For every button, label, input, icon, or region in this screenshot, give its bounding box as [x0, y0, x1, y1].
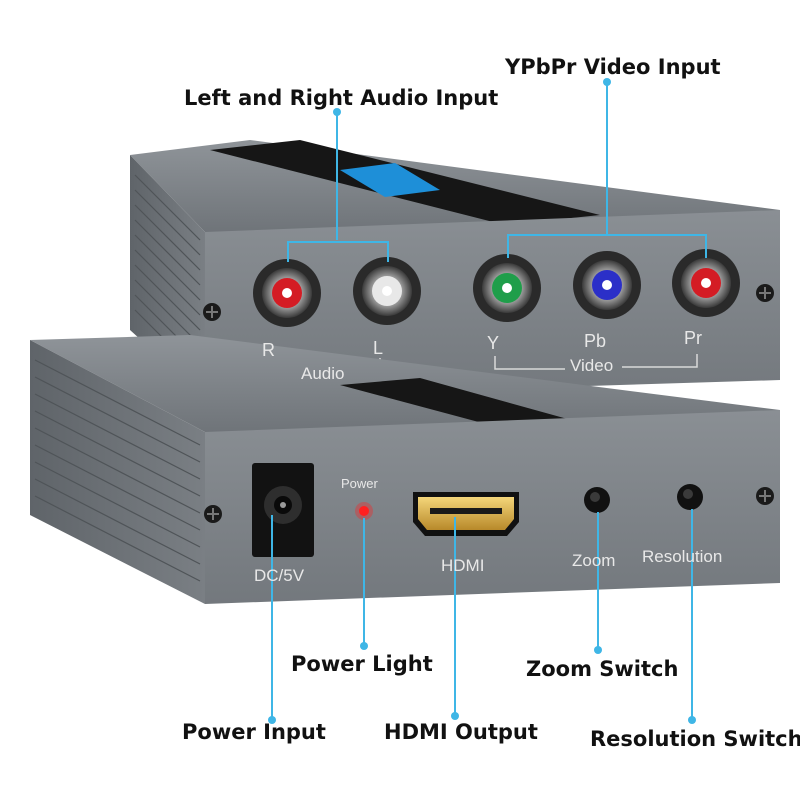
video-y-jack[interactable]	[473, 254, 541, 322]
label-resolution: Resolution	[642, 547, 723, 566]
zoom-button[interactable]	[584, 487, 610, 513]
screw-icon	[203, 303, 221, 321]
video-pr-jack[interactable]	[672, 249, 740, 317]
bottom-unit	[30, 335, 780, 604]
label-hdmi: HDMI	[441, 556, 485, 575]
label-pr: Pr	[684, 328, 702, 348]
leader-lines	[271, 82, 707, 720]
label-audio: Audio	[301, 364, 345, 383]
bottom-unit-side	[30, 340, 205, 604]
label-dc: DC/5V	[254, 566, 305, 585]
callout-resolution-switch: Resolution Switch	[590, 727, 800, 751]
callout-audio-input: Left and Right Audio Input	[184, 86, 499, 110]
label-zoom: Zoom	[572, 551, 616, 570]
dc-power-jack[interactable]	[252, 463, 314, 557]
label-r: R	[262, 340, 275, 360]
video-pb-jack[interactable]	[573, 251, 641, 319]
callout-zoom-switch: Zoom Switch	[526, 657, 679, 681]
bottom-unit-fins	[34, 359, 201, 582]
audio-r-jack[interactable]	[253, 259, 321, 327]
screw-icon	[756, 284, 774, 302]
label-power: Power	[341, 476, 378, 491]
screw-icon	[204, 505, 222, 523]
leader-dots	[268, 78, 696, 724]
bottom-unit-label-strip	[340, 378, 600, 433]
audio-l-jack[interactable]	[353, 257, 421, 325]
label-pb: Pb	[584, 331, 607, 351]
screw-icon	[756, 487, 774, 505]
callout-power-input: Power Input	[182, 720, 326, 744]
callout-hdmi-output: HDMI Output	[384, 720, 538, 744]
label-y: Y	[487, 333, 500, 353]
label-l: L	[373, 338, 384, 358]
label-video: Video	[570, 356, 614, 375]
hdmi-port[interactable]	[413, 492, 519, 536]
callout-power-light: Power Light	[291, 652, 433, 676]
callout-video-input: YPbPr Video Input	[505, 55, 721, 79]
top-unit-label-arrow	[340, 163, 440, 197]
resolution-button[interactable]	[677, 484, 703, 510]
power-led	[355, 502, 373, 520]
